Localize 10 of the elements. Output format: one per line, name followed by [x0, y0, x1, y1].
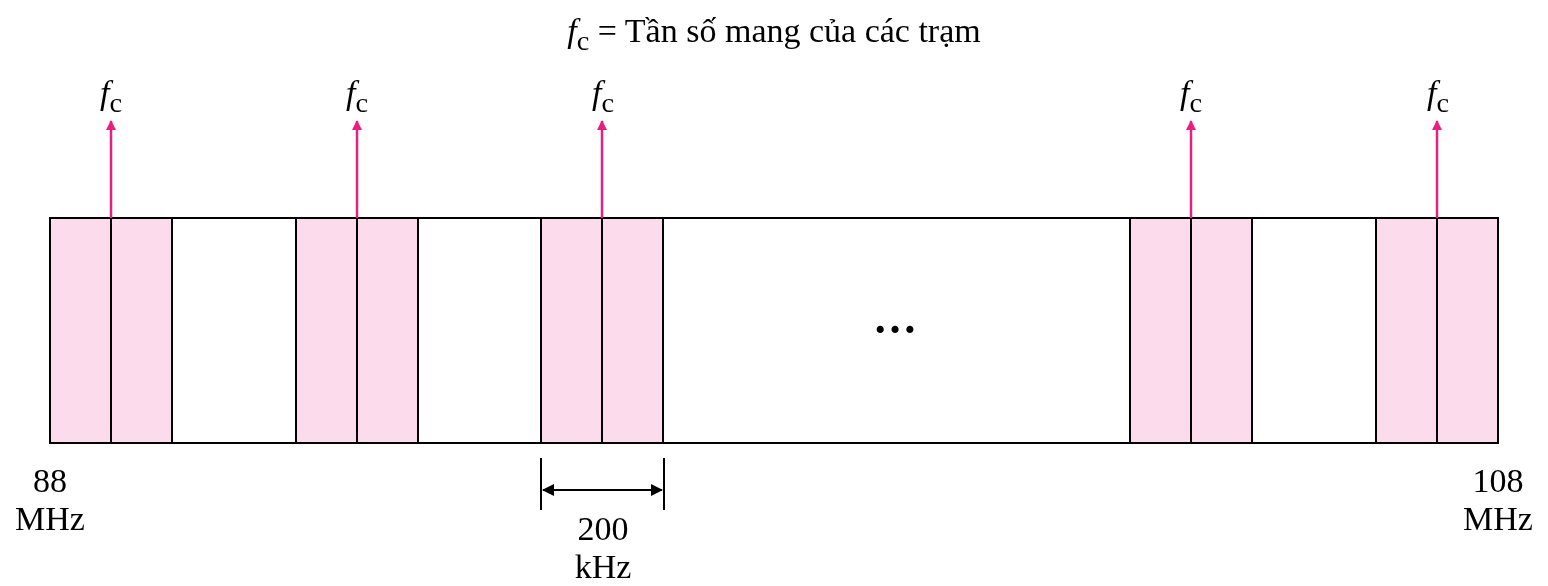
- frequency-label: f$_{c}$: [345, 74, 369, 120]
- diagram-title: f$_{c}$ = Tần số mang của các trạm: [566, 12, 982, 58]
- frequency-label: f$_{c}$: [1179, 74, 1203, 120]
- frequency-label: f$_{c}$: [99, 74, 123, 120]
- ellipsis: …: [872, 300, 918, 338]
- bandwidth-label: 200 kHz: [573, 510, 633, 586]
- band-edge-label: 88 MHz: [14, 462, 86, 538]
- band-edge-label: 108 MHz: [1462, 462, 1534, 538]
- frequency-label: f$_{c}$: [591, 74, 615, 120]
- frequency-label: f$_{c}$: [1426, 74, 1450, 120]
